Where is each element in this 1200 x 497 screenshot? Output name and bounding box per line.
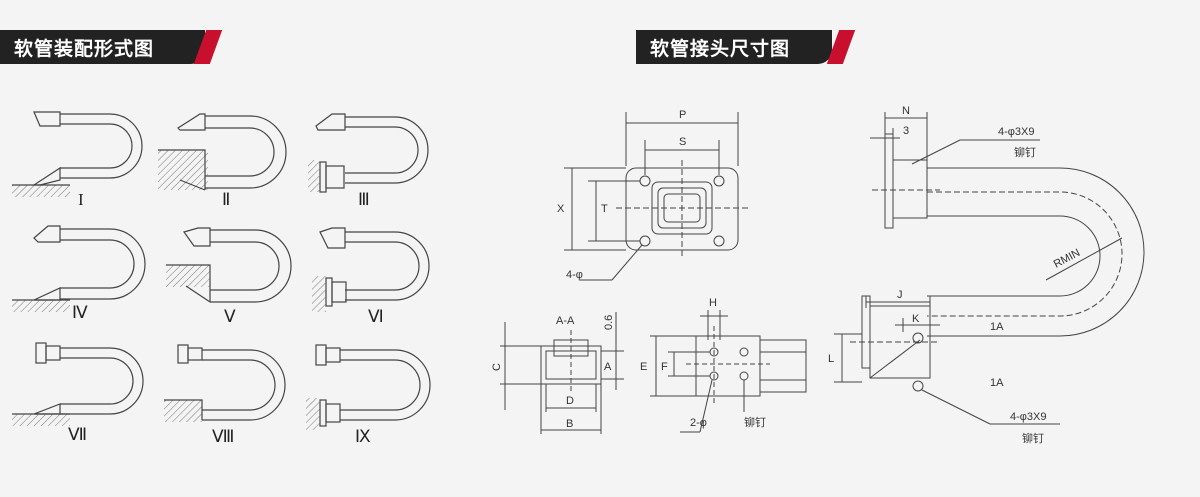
section-title-dimensions: 软管接头尺寸图 (650, 37, 791, 60)
label-form-6: Ⅵ (368, 307, 384, 326)
assembly-form-7 (12, 342, 144, 426)
label-form-1: I (78, 190, 84, 209)
label-form-9: Ⅸ (355, 427, 371, 446)
assembly-form-3 (308, 113, 429, 193)
dim-hole2: 2-φ (690, 417, 707, 429)
dim-D: D (566, 395, 574, 407)
label-form-3: Ⅲ (358, 190, 370, 209)
rivet-side-view (650, 310, 807, 433)
section-title-assembly: 软管装配形式图 (14, 37, 155, 60)
section-header-dimensions: 软管接头尺寸图 (636, 30, 866, 64)
label-form-5: Ⅴ (224, 307, 236, 326)
dim-RMIN: RMIN (1052, 247, 1083, 271)
dim-E: E (640, 361, 647, 373)
label-form-4: Ⅳ (72, 303, 88, 322)
assembly-form-4 (12, 225, 146, 312)
dim-P: P (679, 109, 686, 121)
label-form-8: Ⅷ (212, 427, 234, 446)
dim-S: S (679, 136, 686, 148)
dim-K: K (912, 313, 920, 325)
assembly-form-9 (306, 344, 431, 430)
dim-C: C (491, 363, 503, 371)
assembly-form-5 (166, 227, 292, 303)
dim-X: X (557, 203, 565, 215)
dim-A: A (604, 361, 612, 373)
dim-F: F (661, 361, 668, 373)
assembly-form-6 (312, 227, 430, 312)
dim-T: T (601, 203, 608, 215)
dim-B: B (566, 418, 573, 430)
label-1a-top: 1A (990, 321, 1004, 333)
rivet-label-bottom: 铆钉 (1022, 431, 1044, 445)
dim-thickness: 0.6 (603, 315, 615, 330)
assembly-form-8 (164, 344, 286, 422)
dim-N: N (902, 105, 910, 117)
dim-3: 3 (903, 125, 909, 137)
section-aa-view (500, 312, 624, 434)
dim-H: H (709, 297, 717, 309)
rivet-label-top: 铆钉 (1014, 145, 1036, 159)
label-rivet-side: 铆钉 (744, 415, 766, 429)
rivet-spec-bottom: 4-φ3X9 (1010, 411, 1047, 423)
dim-L: L (828, 353, 834, 365)
label-1a-bottom: 1A (990, 377, 1004, 389)
label-form-2: Ⅱ (222, 190, 230, 209)
flange-top-view (564, 112, 748, 281)
dim-J: J (897, 289, 903, 301)
dim-hole4: 4-φ (566, 269, 583, 281)
section-header-assembly: 软管装配形式图 (0, 30, 223, 64)
hose-assembly-view (834, 112, 1145, 425)
assembly-form-2 (158, 113, 287, 191)
rivet-spec-top: 4-φ3X9 (998, 126, 1035, 138)
section-label-aa: A-A (556, 315, 575, 327)
label-form-7: Ⅶ (68, 425, 87, 444)
assembly-form-1 (12, 111, 143, 197)
